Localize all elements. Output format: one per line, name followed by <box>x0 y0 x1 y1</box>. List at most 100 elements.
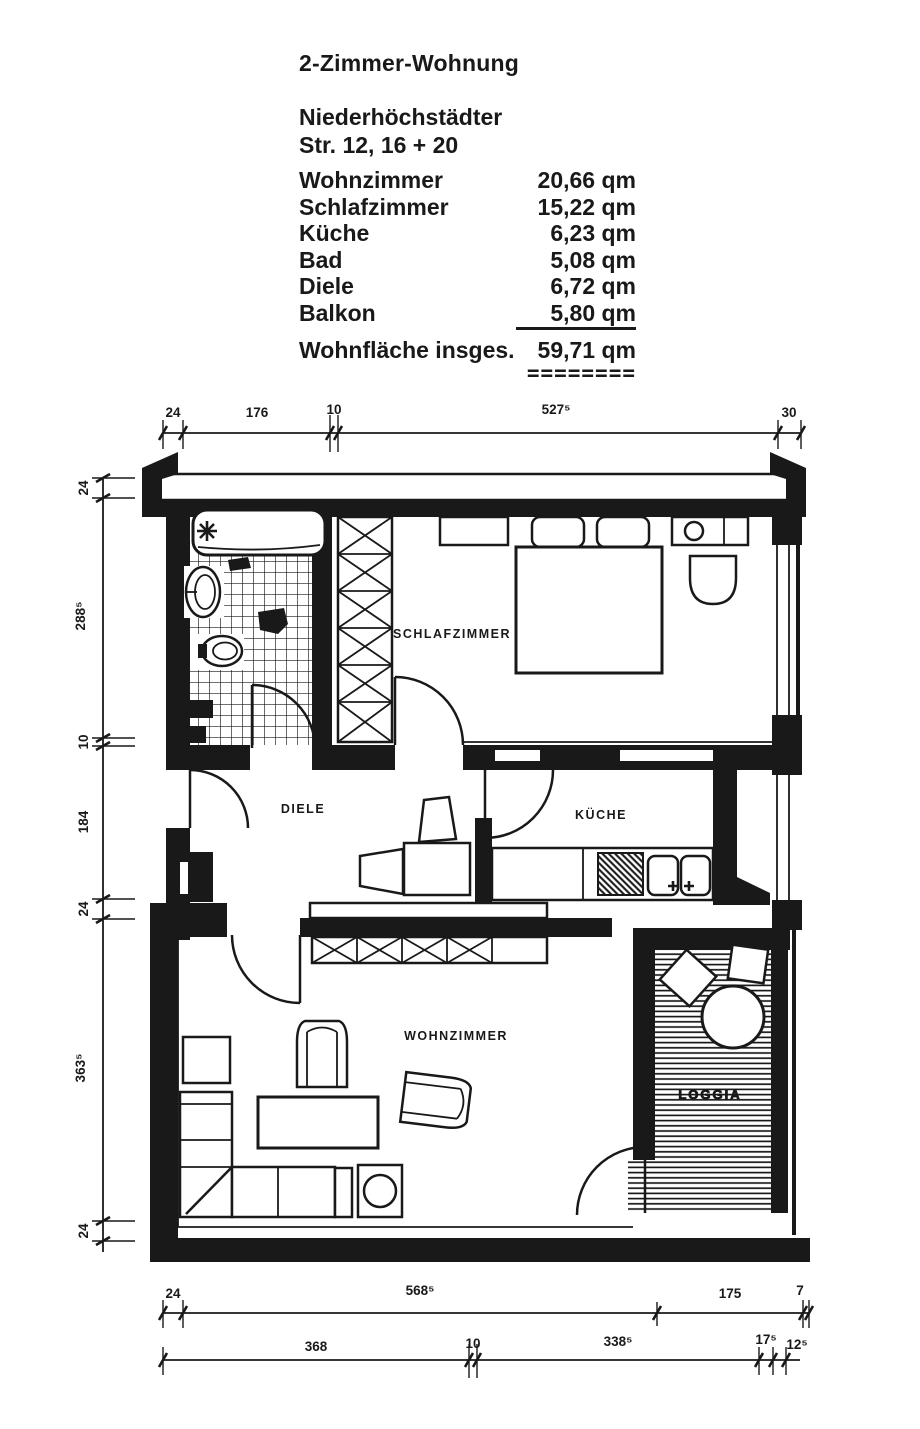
room-name: Schlafzimmer <box>299 193 449 220</box>
dim-label: 10 <box>465 1336 480 1351</box>
total-row: Wohnfläche insges. 59,71 qm <box>299 337 636 364</box>
dim-label: 12⁵ <box>786 1337 807 1352</box>
dimension-line-bottom-lower: 368 10 338⁵ 17⁵ 12⁵ <box>157 1332 808 1378</box>
kitchen: KÜCHE <box>483 769 715 902</box>
bathroom <box>179 508 327 749</box>
nightstand <box>438 515 510 547</box>
dimension-line-left: 24 288⁵ 10 184 24 363⁵ 24 <box>73 472 135 1252</box>
washbasin <box>184 565 224 619</box>
dimension-line-bottom-upper: 24 568⁵ 175 7 <box>157 1283 815 1328</box>
dim-label: 568⁵ <box>406 1283 435 1298</box>
hallway: DIELE <box>175 768 472 902</box>
area-table: Wohnzimmer 20,66 qm Schlafzimmer 15,22 q… <box>299 167 636 386</box>
dimension-line-top: 24 176 10 527⁵ 30 <box>157 402 807 452</box>
dim-label: 176 <box>246 405 269 420</box>
bathtub <box>191 508 327 557</box>
armchair <box>398 1070 473 1130</box>
table-row: Schlafzimmer 15,22 qm <box>299 194 636 221</box>
dim-label: 7 <box>796 1283 804 1298</box>
dim-label: 24 <box>165 405 181 420</box>
dim-label: 24 <box>76 1223 91 1239</box>
radiator <box>179 700 213 743</box>
dim-label: 527⁵ <box>542 402 571 417</box>
floor-mark <box>228 557 251 571</box>
hall-wardrobe <box>402 841 472 897</box>
dim-label: 17⁵ <box>755 1332 776 1347</box>
living-room: WOHNZIMMER <box>178 934 508 1219</box>
dim-label: 10 <box>76 734 91 749</box>
table-row: Wohnzimmer 20,66 qm <box>299 167 636 194</box>
room-area: 15,22 qm <box>537 193 636 220</box>
room-label-schlafzimmer: SCHLAFZIMMER <box>393 627 511 641</box>
armchair <box>295 1019 349 1089</box>
living-room-door-arc <box>230 934 302 1005</box>
room-label-diele: DIELE <box>281 802 325 816</box>
dim-label: 184 <box>76 810 91 833</box>
shaft-crosshatch <box>336 515 394 744</box>
dim-label: 10 <box>326 402 341 417</box>
address: Niederhöchstädter Str. 12, 16 + 20 <box>299 104 636 159</box>
tub-faucet-icon <box>197 521 217 541</box>
dim-label: 368 <box>305 1339 328 1354</box>
washbasin-round <box>688 554 738 606</box>
floor-drain-mark <box>258 608 288 634</box>
bedroom-sink <box>670 515 750 547</box>
room-area: 5,08 qm <box>550 246 636 273</box>
address-line-1: Niederhöchstädter <box>299 104 503 130</box>
loggia-chair <box>657 947 719 1009</box>
kitchen-door-arc <box>483 769 555 840</box>
bedroom-door-arc <box>393 675 465 746</box>
page-title: 2-Zimmer-Wohnung <box>299 50 519 76</box>
loggia-chair <box>726 943 770 985</box>
loggia: LOGGIA <box>575 943 771 1216</box>
dim-label: 363⁵ <box>73 1054 88 1083</box>
room-area: 6,23 qm <box>550 220 636 247</box>
dim-label: 24 <box>76 480 91 496</box>
dim-label: 288⁵ <box>73 602 88 631</box>
pillow <box>595 515 651 549</box>
room-label-loggia: LOGGIA <box>678 1087 741 1102</box>
toilet <box>190 634 244 670</box>
bathroom-door-arc <box>250 683 317 749</box>
hall-wardrobe <box>358 847 405 896</box>
room-name: Balkon <box>299 299 376 326</box>
total-label: Wohnfläche insges. <box>299 336 515 363</box>
corner-sofa <box>178 1090 354 1219</box>
room-name: Diele <box>299 273 354 300</box>
cabinet <box>181 1035 232 1085</box>
double-bed <box>514 545 664 675</box>
table-row: Bad 5,08 qm <box>299 247 636 274</box>
room-label-wohnzimmer: WOHNZIMMER <box>404 1029 508 1043</box>
dim-label: 24 <box>165 1286 181 1301</box>
room-label-kueche: KÜCHE <box>575 807 627 822</box>
bedroom: SCHLAFZIMMER <box>393 515 750 746</box>
total-double-underline: ======== <box>526 361 636 386</box>
header: 2-Zimmer-Wohnung Niederhöchstädter Str. … <box>299 50 636 386</box>
entry-door-arc <box>188 768 250 829</box>
address-line-2: Str. 12, 16 + 20 <box>299 131 459 158</box>
room-name: Wohnzimmer <box>299 167 443 193</box>
table-row: Küche 6,23 qm <box>299 220 636 247</box>
room-area: 6,72 qm <box>550 273 636 300</box>
pillow <box>530 515 586 549</box>
loggia-door-arc <box>575 1145 647 1216</box>
wardrobe-band <box>310 935 549 965</box>
dim-label: 175 <box>719 1286 742 1301</box>
dim-label: 30 <box>781 405 796 420</box>
hall-closet <box>175 852 213 902</box>
room-area: 20,66 qm <box>537 167 636 193</box>
table-row: Diele 6,72 qm <box>299 273 636 300</box>
walls <box>150 500 810 1262</box>
room-name: Bad <box>299 246 343 273</box>
coffee-table <box>256 1095 380 1150</box>
table-row: Balkon 5,80 qm <box>299 300 636 330</box>
room-area: 5,80 qm <box>516 300 636 330</box>
side-table <box>356 1163 404 1219</box>
stove <box>597 852 644 896</box>
dim-label: 338⁵ <box>604 1334 633 1349</box>
kitchen-sink <box>646 854 712 897</box>
loggia-table <box>700 984 766 1050</box>
room-name: Küche <box>299 220 370 247</box>
